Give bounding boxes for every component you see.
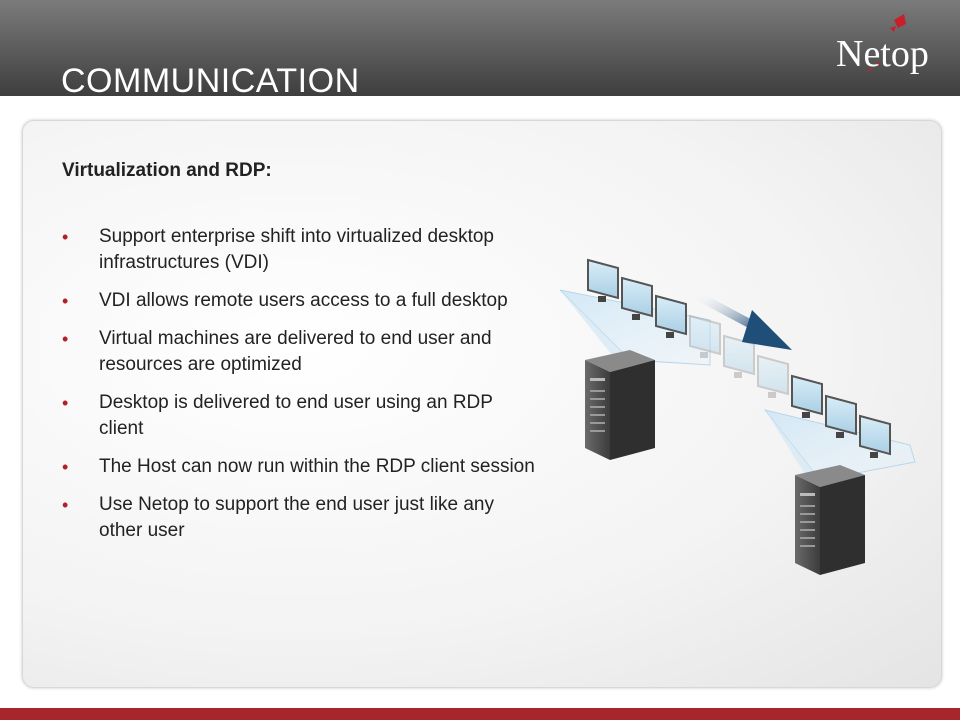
bullet-item: • Use Netop to support the end user just … bbox=[60, 492, 540, 544]
arrow-icon bbox=[696, 292, 792, 350]
netop-logo: Netop bbox=[826, 12, 946, 82]
monitor-icon bbox=[757, 354, 789, 398]
bullet-text: Desktop is delivered to end user using a… bbox=[99, 392, 493, 439]
monitor-icon bbox=[587, 258, 619, 302]
bullet-item: • Support enterprise shift into virtualiz… bbox=[60, 224, 540, 276]
server-icon bbox=[795, 465, 865, 575]
monitor-icon bbox=[859, 414, 891, 458]
bullet-text: Virtual machines are delivered to end us… bbox=[99, 328, 492, 375]
bullet-dot: • bbox=[62, 329, 69, 349]
monitor-icon bbox=[655, 294, 687, 338]
slide-header: COMMUNICATION Netop bbox=[0, 0, 960, 100]
bullet-text: Use Netop to support the end user just l… bbox=[99, 494, 495, 541]
network-beam bbox=[560, 290, 630, 365]
bullet-dot: • bbox=[62, 393, 69, 413]
content-panel bbox=[22, 120, 942, 688]
bullet-dot: • bbox=[62, 291, 69, 311]
monitor-icon bbox=[825, 394, 857, 438]
bullet-item: • Virtual machines are delivered to end u… bbox=[60, 326, 540, 378]
monitor-icon bbox=[689, 314, 721, 358]
bullet-dot: • bbox=[62, 457, 69, 477]
bullet-dot: • bbox=[62, 495, 69, 515]
monitor-icon bbox=[791, 374, 823, 418]
footer-bar bbox=[0, 708, 960, 720]
netop-logo-icon bbox=[868, 14, 906, 72]
bullet-text: Support enterprise shift into virtualize… bbox=[99, 226, 494, 273]
section-subtitle: Virtualization and RDP: bbox=[62, 160, 272, 181]
logo-text: Netop bbox=[836, 33, 929, 75]
bullet-item: • Desktop is delivered to end user using … bbox=[60, 390, 540, 442]
slide-title: COMMUNICATION bbox=[61, 62, 360, 100]
network-beam bbox=[765, 410, 820, 482]
bullet-dot: • bbox=[62, 227, 69, 247]
server-icon bbox=[585, 350, 655, 460]
bullet-text: The Host can now run within the RDP clie… bbox=[99, 456, 535, 477]
bullet-list: • Support enterprise shift into virtualiz… bbox=[60, 224, 540, 556]
vdi-illustration bbox=[560, 258, 916, 575]
bullet-item: • The Host can now run within the RDP cli… bbox=[60, 454, 540, 480]
monitor-icon bbox=[621, 276, 653, 320]
bullet-text: VDI allows remote users access to a full… bbox=[99, 290, 508, 311]
bullet-item: • VDI allows remote users access to a ful… bbox=[60, 288, 540, 314]
